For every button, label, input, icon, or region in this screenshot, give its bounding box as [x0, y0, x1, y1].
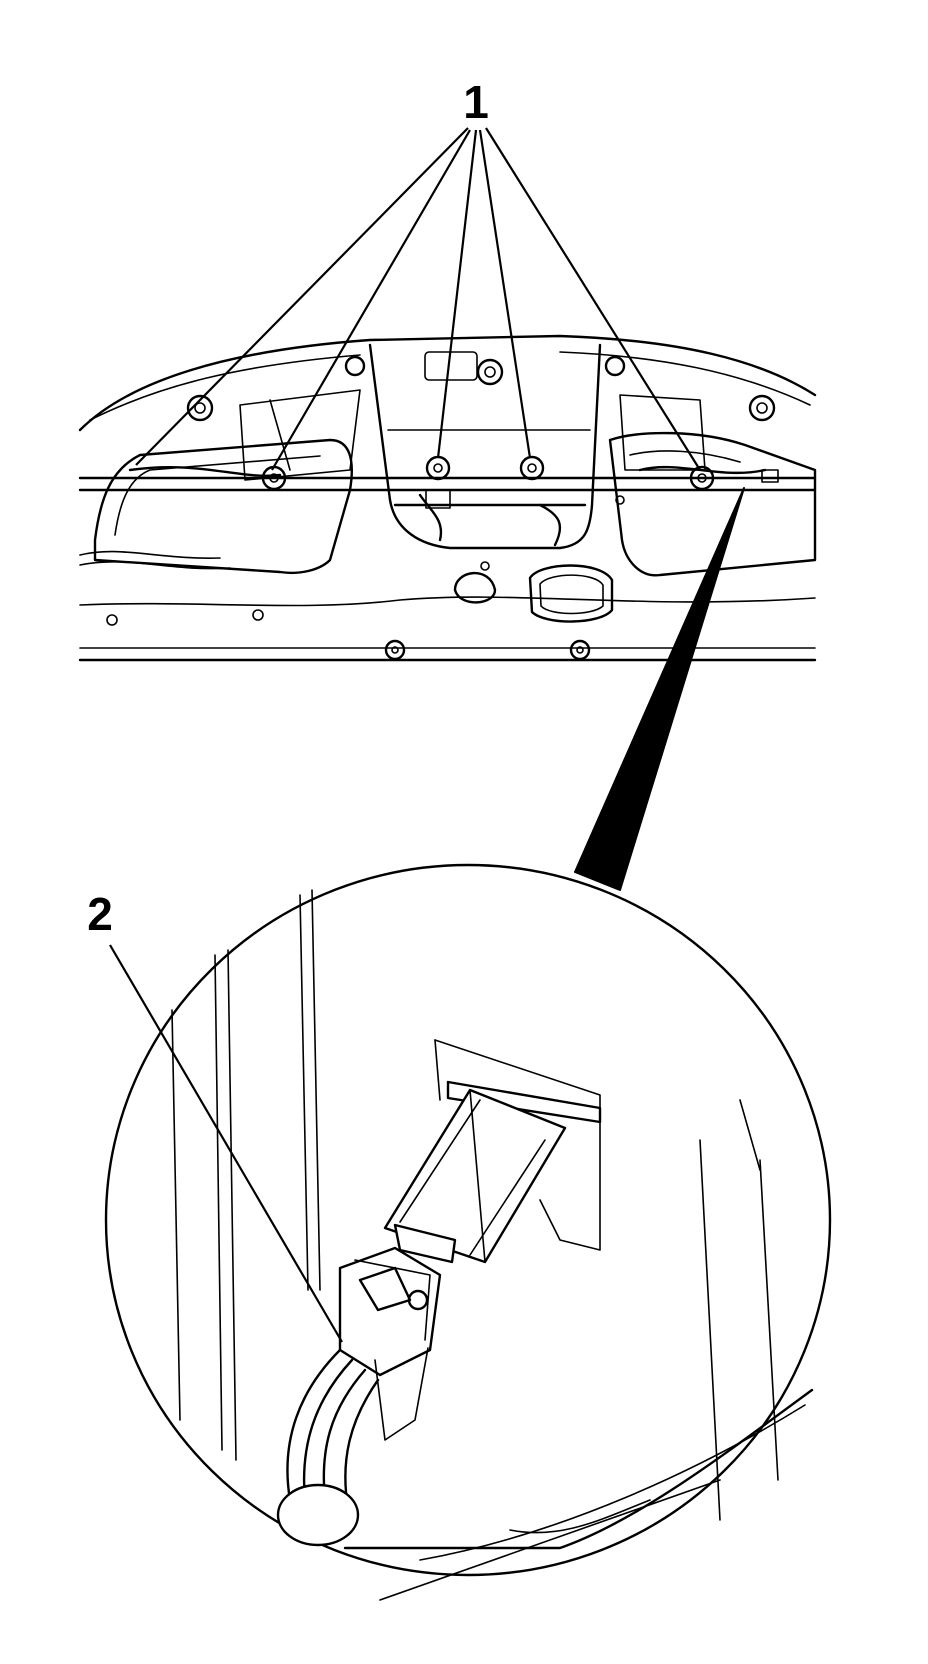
- leader-line: [485, 127, 701, 471]
- fastener-bolt: [519, 455, 545, 481]
- callout-1: 1: [135, 76, 701, 471]
- leader-line: [109, 944, 343, 1343]
- leader-line: [135, 127, 469, 466]
- connector-detail-view: [104, 863, 832, 1601]
- leader-line: [436, 129, 478, 459]
- leader-line: [478, 129, 532, 459]
- callout-label-2: 2: [87, 888, 113, 940]
- fastener-bolt: [425, 455, 451, 481]
- fastener-bolt: [689, 465, 715, 491]
- leader-line: [271, 129, 471, 471]
- callout-2: 2: [87, 888, 343, 1343]
- rear-panel-view: [78, 334, 817, 662]
- magnifier-wedge: [574, 487, 745, 891]
- callout-label-1: 1: [463, 76, 489, 128]
